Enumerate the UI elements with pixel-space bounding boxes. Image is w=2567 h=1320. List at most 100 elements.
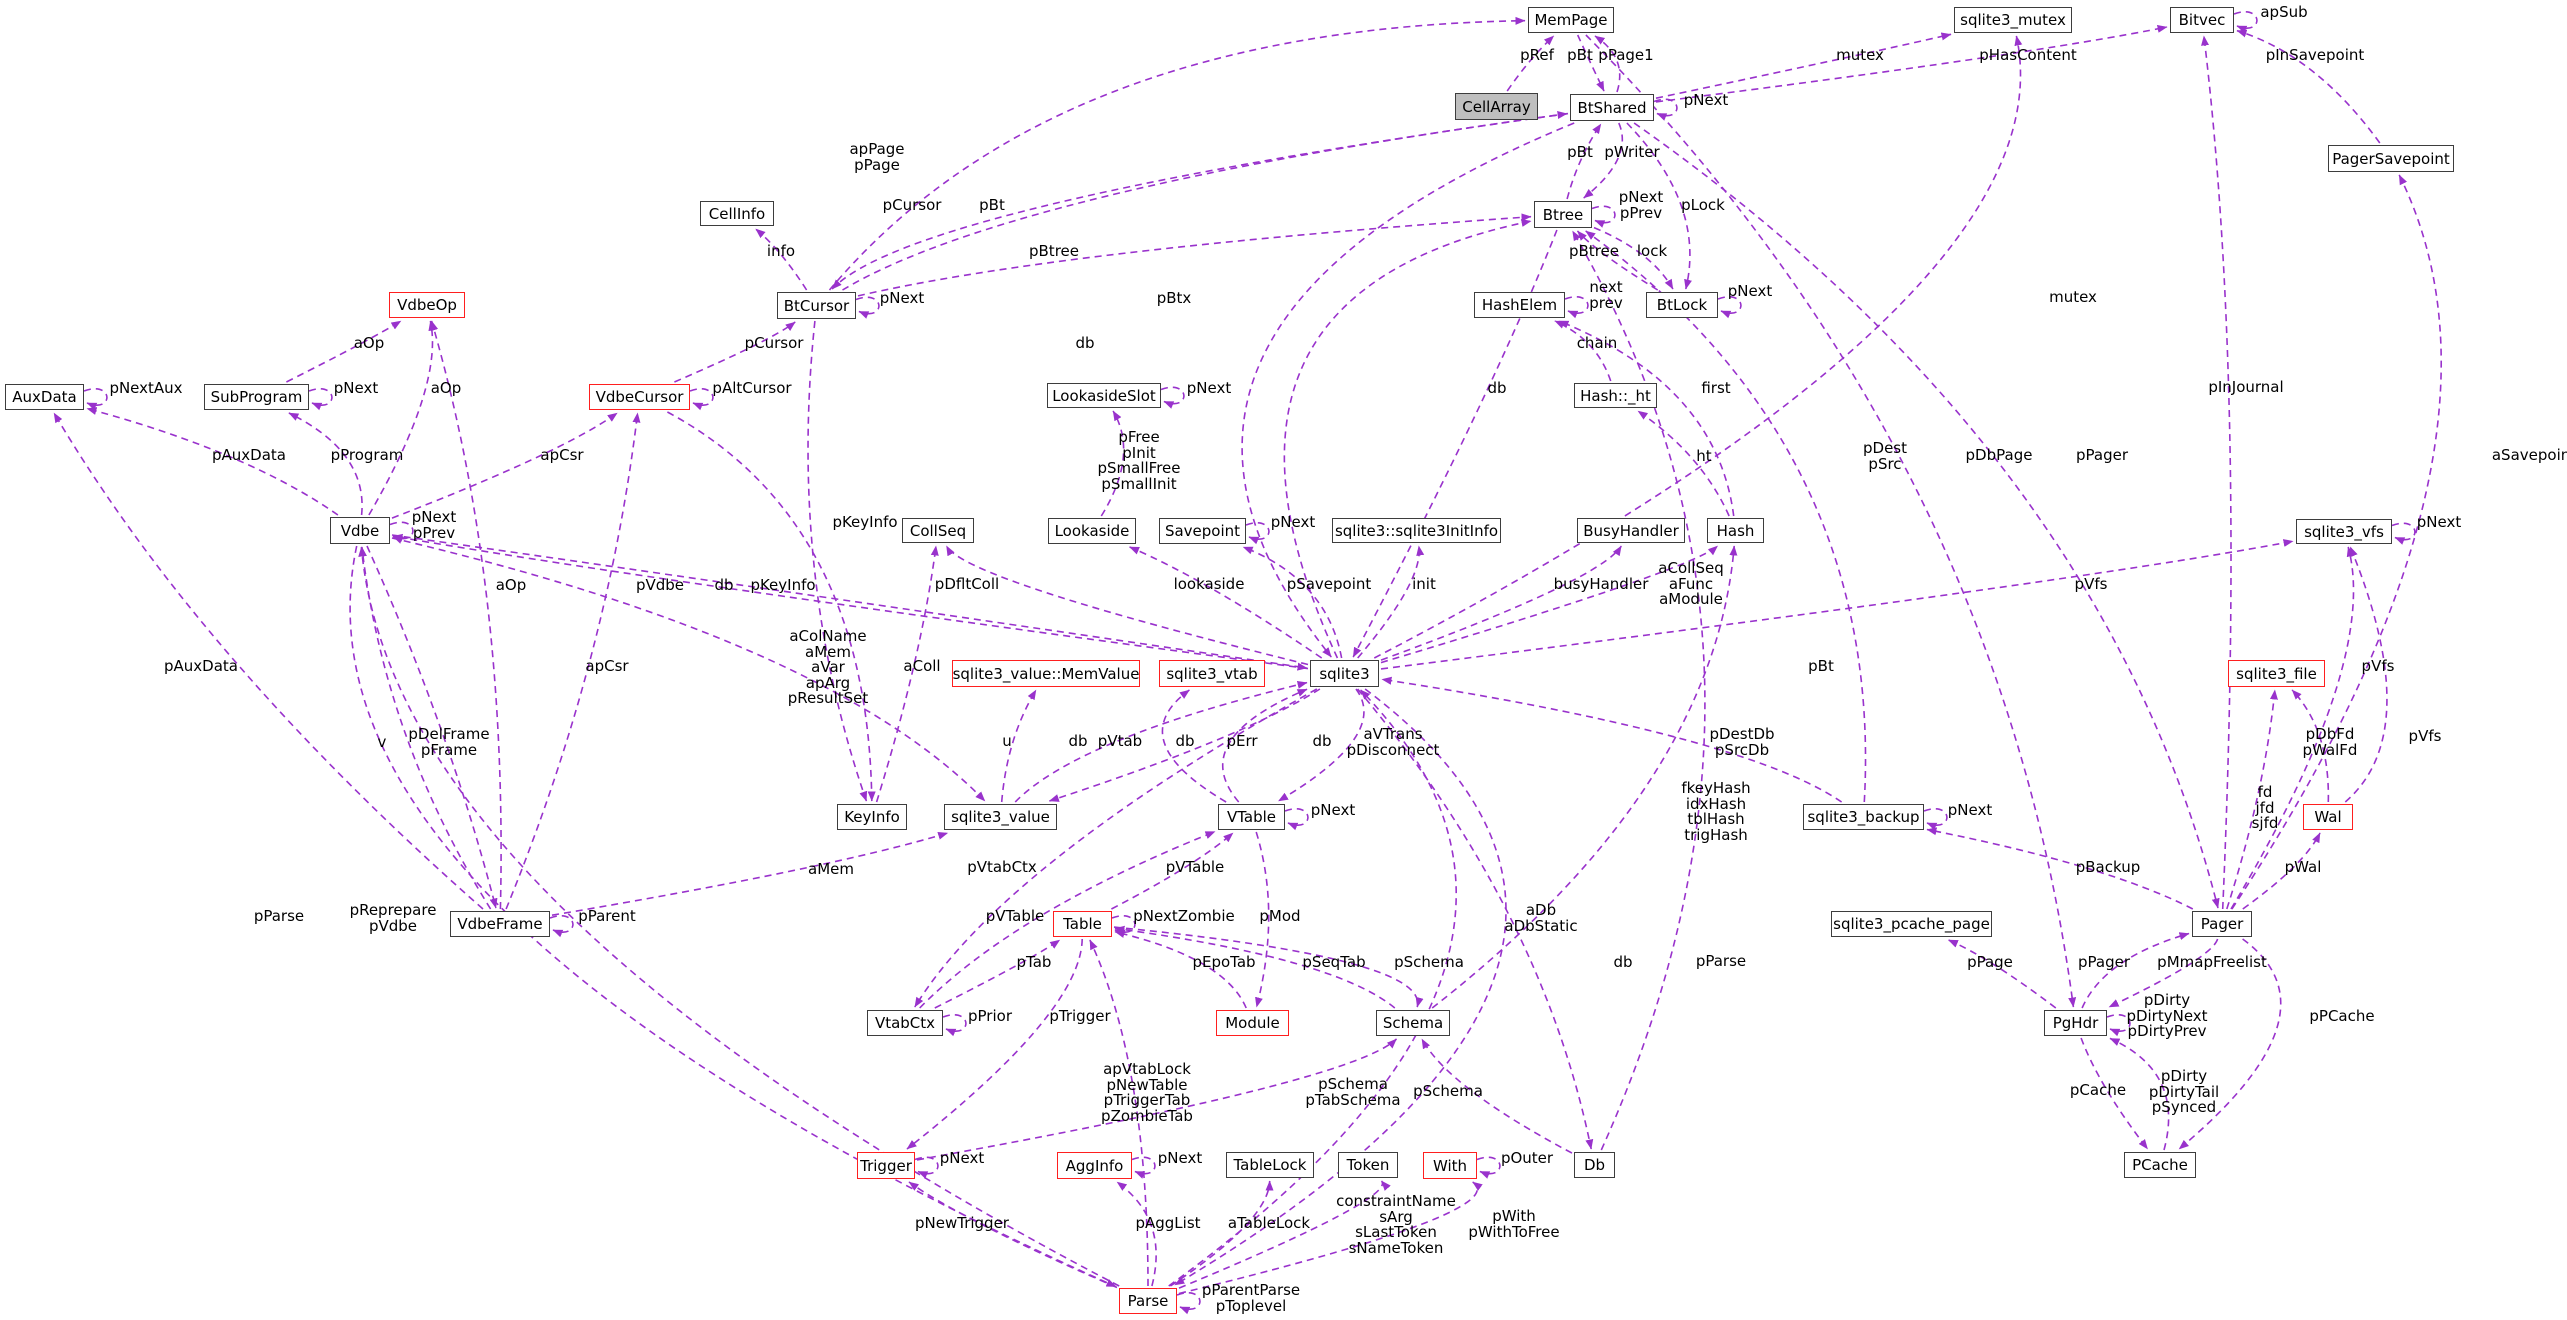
- node-BtShared[interactable]: BtShared: [1570, 94, 1654, 121]
- node-VdbeOp[interactable]: VdbeOp: [389, 292, 465, 318]
- edge-label-pNext: pNext: [939, 1149, 985, 1167]
- edge-Parse-Token: [1178, 1180, 1391, 1289]
- node-SubProgram[interactable]: SubProgram: [204, 384, 309, 410]
- node-CellInfo[interactable]: CellInfo: [700, 201, 774, 226]
- edge-label-pNext: pNext: [2416, 513, 2462, 531]
- edge-Lookaside-LookasideSlot: [1100, 410, 1125, 517]
- node-Lookaside[interactable]: Lookaside: [1048, 518, 1136, 544]
- edge-label-pErr: pErr: [1226, 732, 1258, 750]
- node-HashHt[interactable]: Hash::_ht: [1574, 383, 1657, 408]
- edge-Hash-HashHt: [1637, 410, 1730, 517]
- node-BusyHandler[interactable]: BusyHandler: [1577, 518, 1685, 543]
- node-HashElem[interactable]: HashElem: [1474, 292, 1565, 318]
- edge-Pager-Bitvec: [2201, 35, 2232, 910]
- edge-PgHdr-Pager: [2081, 932, 2190, 1009]
- node-KeyInfo[interactable]: KeyInfo: [837, 804, 907, 830]
- edge-label-pHasContent: pHasContent: [1979, 46, 2077, 64]
- edge-Parse-Sqlite3: [1168, 689, 1457, 1287]
- node-InitInfo[interactable]: sqlite3::sqlite3InitInfo: [1332, 518, 1501, 543]
- node-VdbeCursor[interactable]: VdbeCursor: [589, 384, 690, 410]
- edge-Vdbe-Value: [391, 537, 986, 802]
- edge-label-ht: ht: [1696, 447, 1712, 465]
- node-Sqlite3[interactable]: sqlite3: [1310, 660, 1379, 687]
- node-VTable[interactable]: VTable: [1218, 804, 1285, 830]
- edge-Parse-With: [1178, 1181, 1483, 1295]
- edge-label-pSchema: pSchema: [1413, 1082, 1483, 1100]
- node-Savepoint[interactable]: Savepoint: [1159, 518, 1246, 544]
- edge-label-busyHandler: busyHandler: [1553, 575, 1649, 593]
- node-BtCursor[interactable]: BtCursor: [777, 292, 856, 319]
- edge-label-pNext: pNext: [879, 289, 925, 307]
- node-Parse[interactable]: Parse: [1119, 1288, 1177, 1314]
- node-Vdbe[interactable]: Vdbe: [330, 517, 390, 544]
- edge-label-pVtabCtx: pVtabCtx: [967, 858, 1037, 876]
- self-loop-Table: [1111, 915, 1136, 938]
- edge-label-pSavepoint: pSavepoint: [1286, 575, 1372, 593]
- node-Btree[interactable]: Btree: [1534, 201, 1592, 228]
- edge-SubProgram-VdbeOp: [286, 320, 402, 383]
- node-CollSeq[interactable]: CollSeq: [902, 518, 974, 543]
- node-Value[interactable]: sqlite3_value: [944, 804, 1057, 830]
- node-Wal[interactable]: Wal: [2303, 804, 2353, 830]
- edge-Sqlite3-mutex3: [1373, 35, 2023, 659]
- node-Pager[interactable]: Pager: [2192, 911, 2252, 937]
- edge-VTable-Sqlite3: [1221, 688, 1308, 803]
- edge-PCache-PgHdr: [2109, 1037, 2170, 1151]
- edge-label-init: init: [1412, 575, 1436, 593]
- edge-label-mutex: mutex: [2049, 288, 2097, 306]
- node-VdbeFrame[interactable]: VdbeFrame: [450, 911, 550, 937]
- node-File[interactable]: sqlite3_file: [2228, 660, 2325, 687]
- edge-BtShared-BtCursor: [831, 112, 1569, 290]
- edge-label-pDelFrame: pDelFrame pFrame: [408, 725, 490, 759]
- edge-label-aMem: aMem: [808, 860, 854, 878]
- edge-label-aVTrans: aVTrans pDisconnect: [1346, 725, 1440, 759]
- node-Vtab[interactable]: sqlite3_vtab: [1159, 660, 1265, 687]
- node-CellArray[interactable]: CellArray: [1455, 93, 1538, 120]
- edge-label-v: v: [377, 733, 387, 751]
- node-With[interactable]: With: [1423, 1152, 1477, 1179]
- node-Schema[interactable]: Schema: [1376, 1010, 1450, 1036]
- node-Bitvec[interactable]: Bitvec: [2170, 7, 2234, 33]
- node-MemValue[interactable]: sqlite3_value::MemValue: [952, 660, 1140, 687]
- node-LookasideSlot[interactable]: LookasideSlot: [1047, 383, 1161, 408]
- self-loop-With: [1476, 1156, 1501, 1179]
- edge-BtShared-Sqlite3: [1241, 122, 1575, 658]
- edge-BtCursor-KeyInfo: [807, 320, 868, 802]
- edge-label-pVfs: pVfs: [2361, 657, 2395, 675]
- self-loop-LookasideSlot: [1160, 386, 1185, 409]
- edge-VdbeCursor-KeyInfo: [667, 411, 876, 802]
- node-PCache[interactable]: PCache: [2124, 1152, 2196, 1178]
- node-PagerSavepoint[interactable]: PagerSavepoint: [2328, 145, 2454, 172]
- node-Vfs[interactable]: sqlite3_vfs: [2296, 519, 2392, 544]
- edge-label-pDestDb: pDestDb pSrcDb: [1709, 725, 1775, 759]
- node-Db[interactable]: Db: [1574, 1152, 1615, 1178]
- edge-label-constraintName: constraintName sArg sLastToken sNameToke…: [1336, 1192, 1456, 1257]
- self-loop-Vfs: [2391, 522, 2416, 545]
- edge-label-pCursor: pCursor: [744, 334, 804, 352]
- edge-label-pPrior: pPrior: [968, 1007, 1012, 1025]
- node-PcachePage[interactable]: sqlite3_pcache_page: [1831, 911, 1992, 937]
- node-Trigger[interactable]: Trigger: [857, 1152, 915, 1179]
- node-Backup[interactable]: sqlite3_backup: [1803, 804, 1924, 830]
- edge-Sqlite3-Btree: [1283, 219, 1532, 659]
- node-AggInfo[interactable]: AggInfo: [1057, 1152, 1132, 1179]
- edge-BtCursor-BtShared: [842, 111, 1568, 291]
- node-PgHdr[interactable]: PgHdr: [2044, 1010, 2107, 1036]
- edge-label-pPager: pPager: [2077, 953, 2131, 971]
- node-Hash[interactable]: Hash: [1707, 518, 1764, 543]
- edge-Pager-Wal: [2242, 832, 2321, 910]
- node-Table[interactable]: Table: [1053, 911, 1112, 937]
- edge-MemPage-PgHdr: [1585, 34, 2077, 1008]
- node-AuxData[interactable]: AuxData: [5, 384, 84, 410]
- node-BtLock[interactable]: BtLock: [1646, 292, 1718, 318]
- node-MemPage[interactable]: MemPage: [1528, 7, 1614, 33]
- edge-label-pNext: pNext: [1683, 91, 1729, 109]
- node-mutex3[interactable]: sqlite3_mutex: [1954, 7, 2072, 33]
- edge-label-aDb: aDb aDbStatic: [1504, 901, 1578, 935]
- edge-label-aColName: aColName aMem aVar apArg pResultSet: [787, 627, 869, 707]
- node-Module[interactable]: Module: [1216, 1010, 1289, 1036]
- edge-label-pNext: pNext: [1270, 513, 1316, 531]
- node-TableLock[interactable]: TableLock: [1226, 1152, 1314, 1178]
- node-Token[interactable]: Token: [1338, 1152, 1398, 1178]
- node-VtabCtx[interactable]: VtabCtx: [867, 1010, 943, 1036]
